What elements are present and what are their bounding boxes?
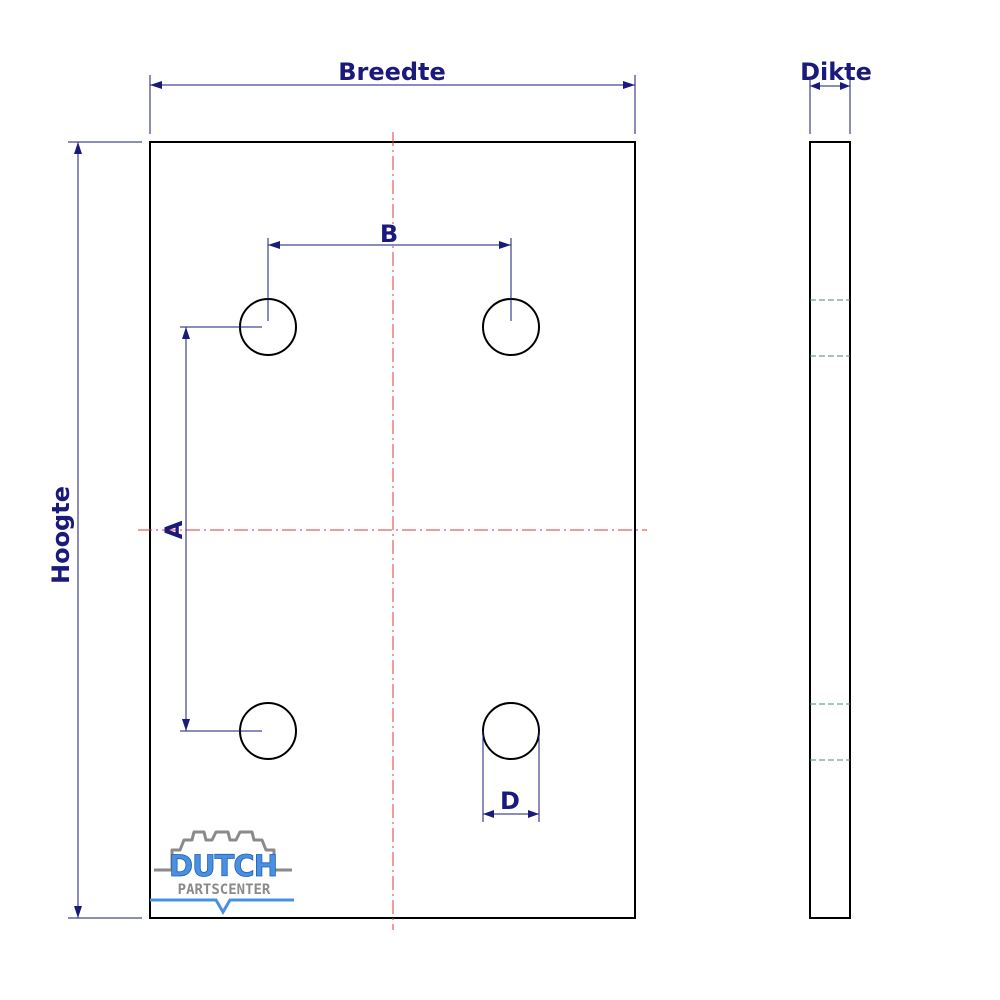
label-height: Hoogte — [47, 486, 75, 584]
dimension-b — [267, 238, 512, 321]
plate-side-outline — [809, 141, 851, 919]
label-a: A — [160, 520, 188, 539]
gear-icon — [170, 830, 276, 870]
hole-bottom-right — [482, 702, 540, 760]
dimension-width — [149, 75, 636, 134]
logo-underline — [150, 898, 294, 915]
label-d: D — [500, 787, 520, 815]
logo-line2: PARTSCENTER — [178, 882, 271, 898]
dimension-d — [482, 731, 540, 822]
dimension-thickness — [809, 80, 851, 134]
label-b: B — [380, 220, 398, 248]
logo-line1: DUTCH — [169, 849, 277, 883]
dimension-height — [68, 141, 142, 919]
side-hidden-lines — [810, 299, 850, 761]
label-thickness: Dikte — [800, 58, 872, 86]
dutch-partscenter-logo: DUTCH PARTSCENTER — [150, 830, 294, 915]
label-width: Breedte — [338, 58, 446, 86]
dimension-a — [180, 326, 262, 732]
